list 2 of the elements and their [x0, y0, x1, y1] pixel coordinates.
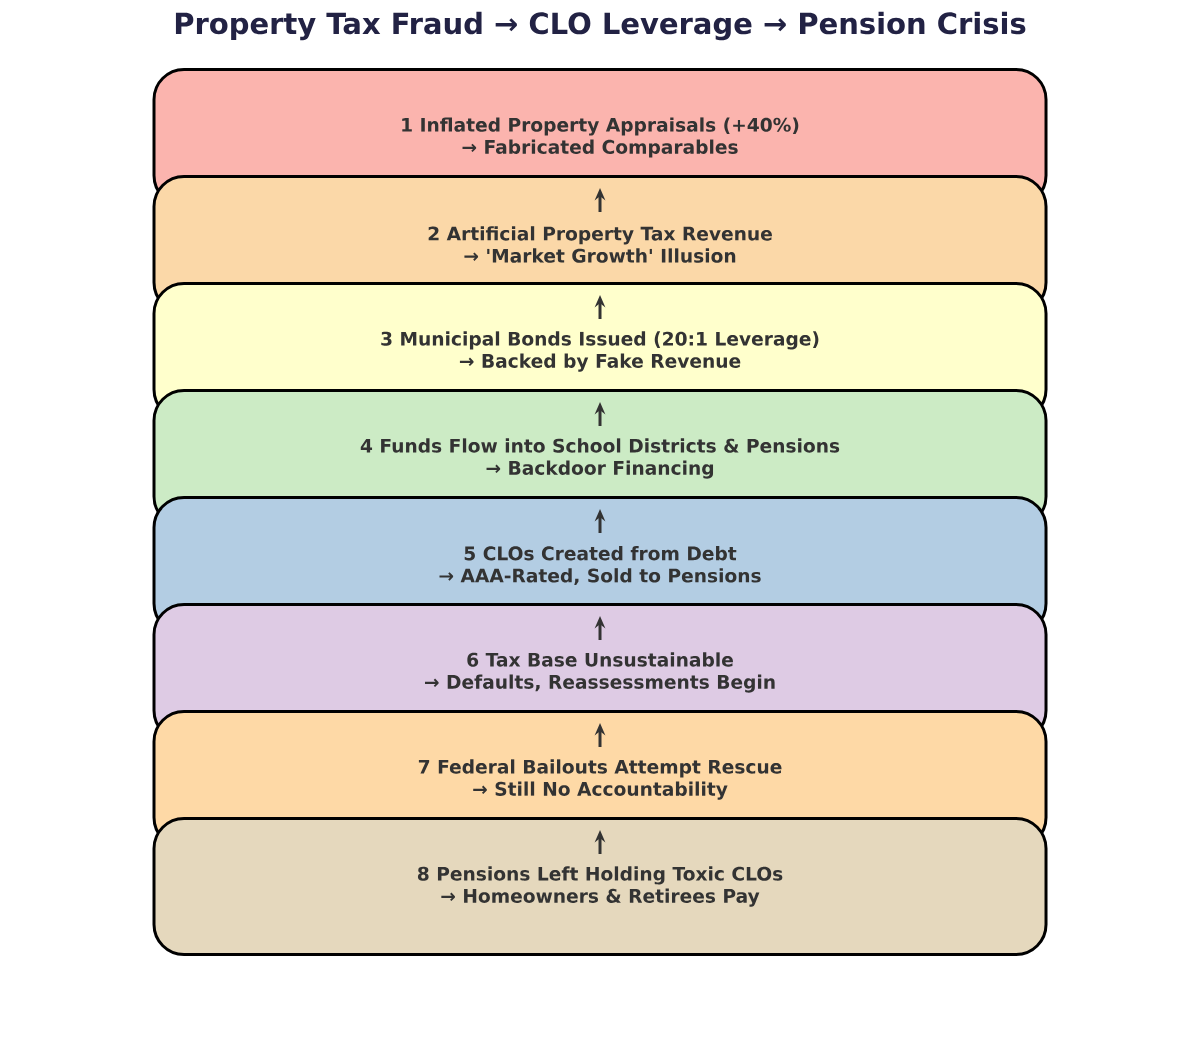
title: Property Tax Fraud → CLO Leverage → Pension Crisis: [175, 11, 1026, 41]
step-box: 8 Pensions Left Holding Toxic CLOs → Homeowners & Retirees Pay: [152, 817, 1048, 956]
